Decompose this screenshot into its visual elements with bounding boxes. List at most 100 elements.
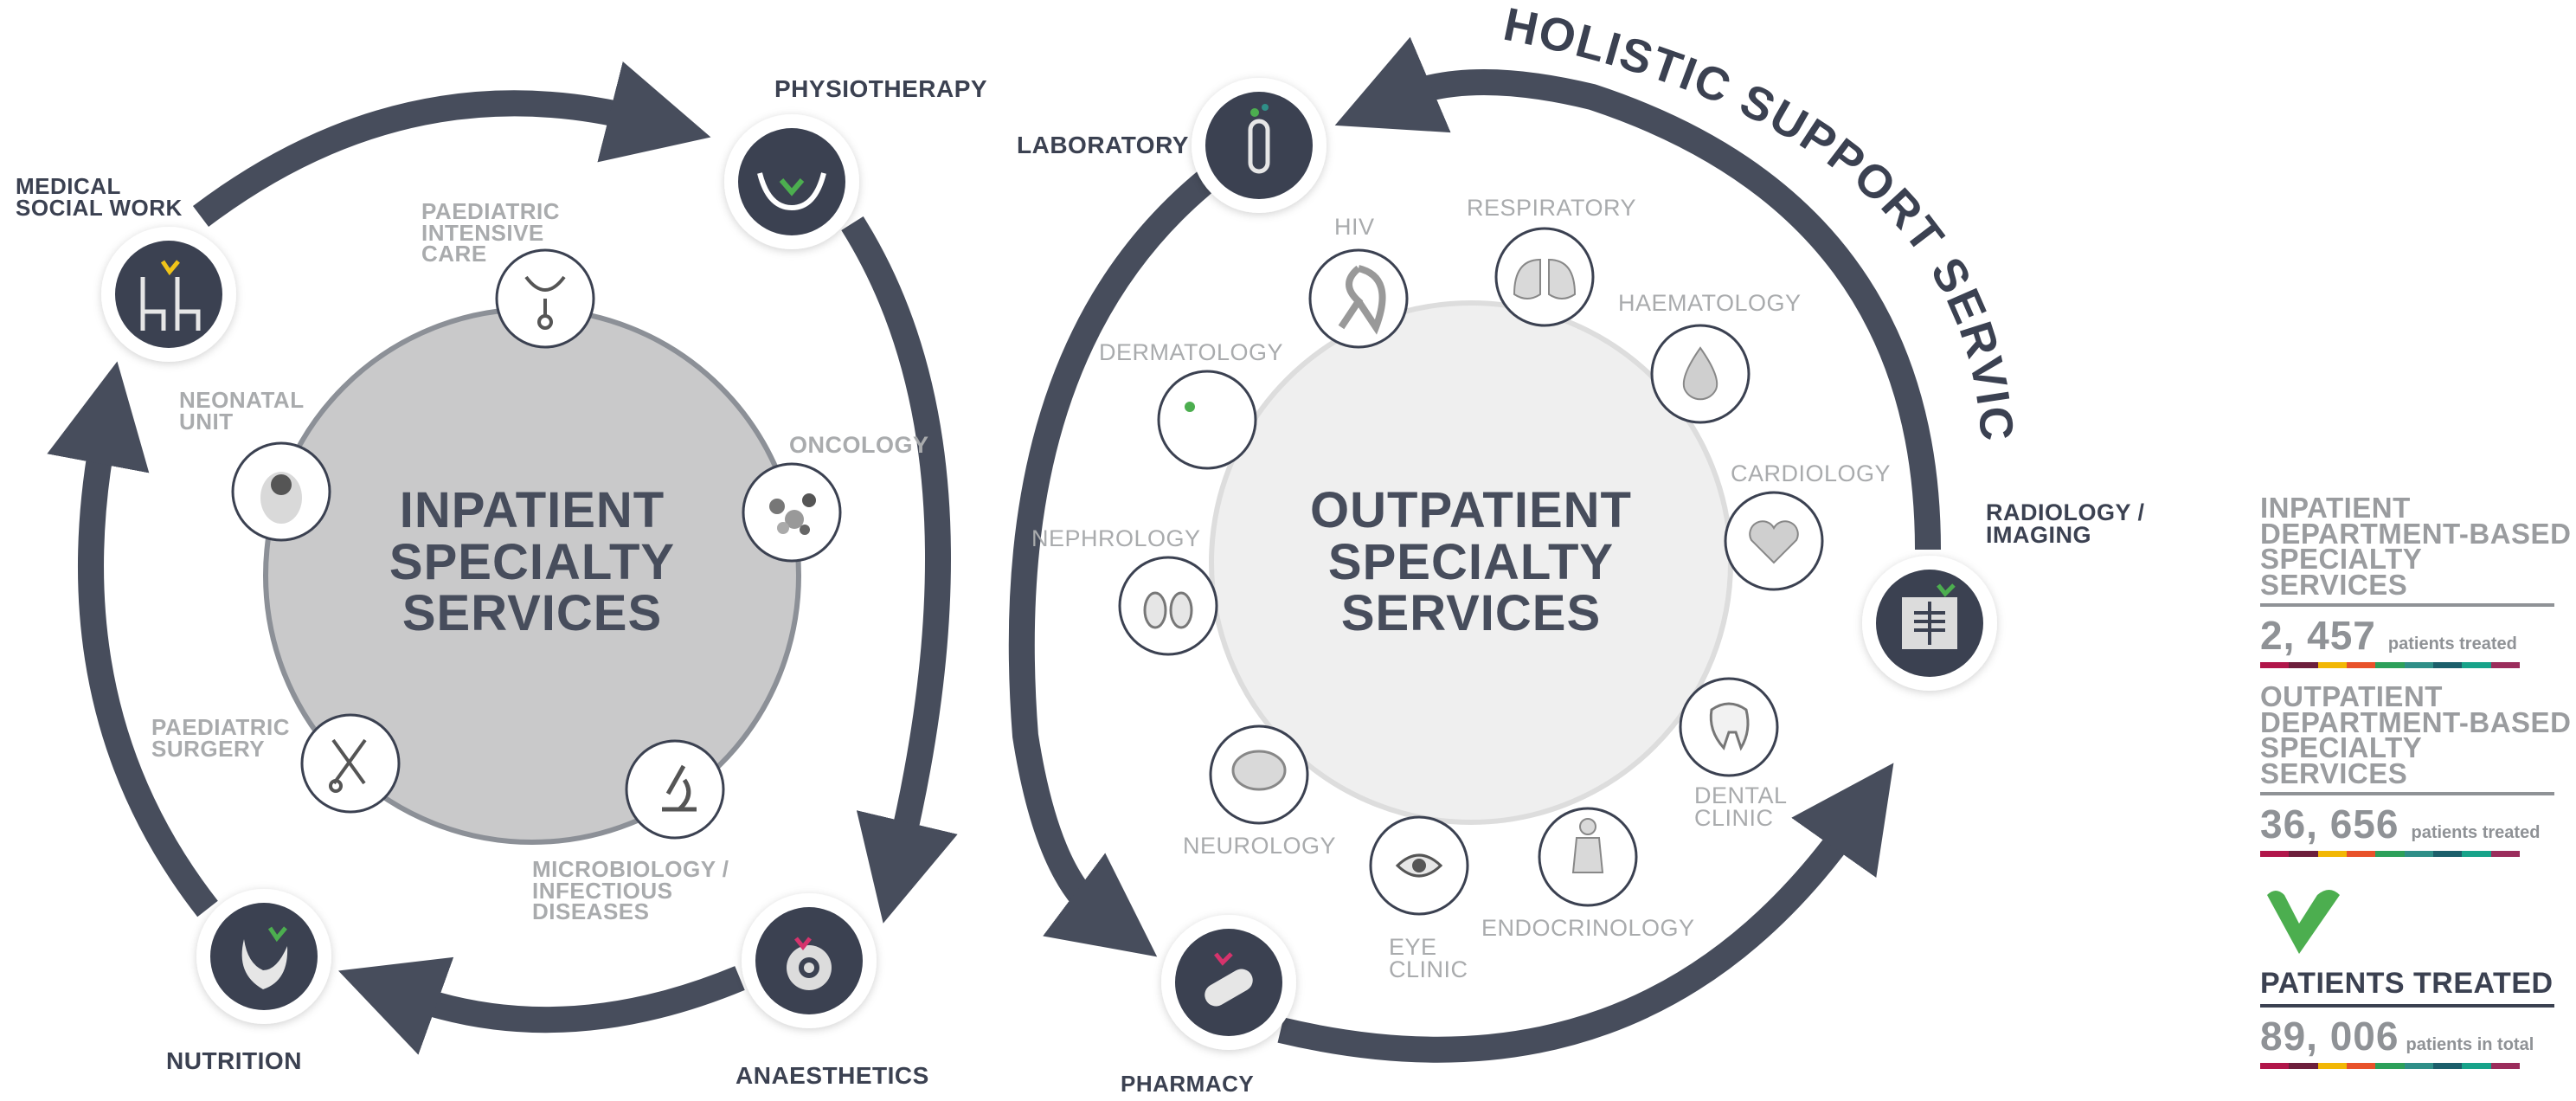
paediatric-intensive-care-node[interactable]: [495, 248, 595, 349]
respiratory-node[interactable]: [1494, 227, 1595, 327]
label-laboratory: LABORATORY: [1017, 132, 1189, 158]
pharmacy-node[interactable]: [1161, 915, 1296, 1050]
stat-total-value: 89, 006: [2260, 1014, 2399, 1059]
color-bar-segment: [2317, 661, 2347, 668]
support-nodes: [101, 78, 1997, 1050]
laboratory-node[interactable]: [1192, 78, 1327, 213]
dental-clinic-node[interactable]: [1679, 677, 1779, 777]
blood-drop-icon: [1682, 346, 1718, 401]
nephrology-node[interactable]: [1118, 556, 1218, 656]
stat-inpatient-rule: [2260, 602, 2554, 607]
medical-social-work-node[interactable]: [101, 227, 236, 362]
xray-icon: [1902, 583, 1957, 649]
stat-total-rule: [2260, 1004, 2554, 1008]
outpatient-title: OUTPATIENT SPECIALTY SERVICES: [1310, 482, 1632, 642]
test-tube-icon: [1248, 104, 1270, 174]
label-microbiology: MICROBIOLOGY / INFECTIOUS DISEASES: [532, 856, 729, 925]
skin-icon: [1185, 402, 1195, 412]
arrow-nutrition-to-social: [47, 361, 218, 918]
stethoscope-heart-icon: [524, 275, 566, 330]
label-dermatology: DERMATOLOGY: [1099, 339, 1284, 365]
gas-mask-icon: [787, 937, 832, 990]
stat-outpatient-rule: [2260, 791, 2554, 795]
color-bar-segment: [2260, 661, 2290, 668]
color-bar-segment: [2289, 661, 2318, 668]
color-bar-segment: [2346, 1063, 2376, 1069]
heart-icon: [1749, 520, 1799, 564]
stat-inpatient-heading: INPATIENT DEPARTMENT-BASED SPECIALTY SER…: [2260, 492, 2572, 602]
color-bar-segment: [2346, 661, 2376, 668]
color-bar-segment: [2317, 1063, 2347, 1069]
check-heart-icon: [2267, 890, 2340, 954]
ribbon-icon: [1338, 265, 1386, 335]
label-radiology: RADIOLOGY / IMAGING: [1986, 499, 2145, 548]
eye-clinic-node[interactable]: [1369, 815, 1469, 916]
neonatal-unit-node[interactable]: [231, 441, 331, 542]
haematology-node[interactable]: [1650, 324, 1751, 424]
color-bar-segment: [2490, 1063, 2520, 1069]
radiology-node[interactable]: [1862, 556, 1997, 691]
color-bar-segment: [2490, 661, 2520, 668]
tooth-icon: [1709, 702, 1750, 751]
color-bar-segment: [2462, 1063, 2491, 1069]
body-icon: [1571, 818, 1604, 873]
arrow-pharmacy-to-radiology: [1277, 763, 1894, 1063]
stat-total: PATIENTS TREATED 89, 006 patients in tot…: [2260, 885, 2554, 1069]
oncology-node[interactable]: [742, 462, 842, 563]
color-bar-segment: [2346, 850, 2376, 857]
label-cardiology: CARDIOLOGY: [1731, 460, 1892, 486]
microscope-icon: [662, 764, 697, 812]
color-bar-segment: [2432, 850, 2463, 857]
stat-outpatient: OUTPATIENT DEPARTMENT-BASED SPECIALTY SE…: [2260, 682, 2576, 857]
cardiology-node[interactable]: [1724, 491, 1824, 591]
chairs-icon: [140, 260, 201, 331]
color-bar-segment: [2404, 1063, 2433, 1069]
color-bar-segment: [2375, 850, 2405, 857]
pill-icon: [1204, 952, 1253, 1007]
stat-inpatient: INPATIENT DEPARTMENT-BASED SPECIALTY SER…: [2260, 492, 2576, 668]
inpatient-cycle-arrows: [47, 61, 958, 1055]
inpatient-service-nodes: [231, 248, 842, 840]
color-bar-segment: [2375, 1063, 2405, 1069]
outpatient-service-nodes: [1118, 227, 1824, 916]
label-oncology: ONCOLOGY: [789, 432, 929, 458]
label-anaesthetics: ANAESTHETICS: [736, 1062, 929, 1089]
banana-icon: [241, 926, 288, 989]
hiv-node[interactable]: [1308, 248, 1409, 349]
label-physiotherapy: PHYSIOTHERAPY: [774, 75, 988, 102]
surgical-tools-icon: [329, 738, 367, 793]
anaesthetics-node[interactable]: [742, 893, 877, 1028]
color-bar-segment: [2260, 1063, 2290, 1069]
color-bar-segment: [2260, 850, 2290, 857]
kidneys-icon: [1143, 591, 1193, 629]
endocrinology-node[interactable]: [1538, 807, 1638, 907]
color-bar-segment: [2432, 661, 2463, 668]
nutrition-node[interactable]: [196, 889, 331, 1024]
stat-inpatient-unit: patients treated: [2387, 634, 2517, 654]
physiotherapy-node[interactable]: [724, 114, 859, 249]
holistic-cycle-arrows: [1008, 36, 1941, 1063]
label-dental-clinic: DENTAL CLINIC: [1694, 782, 1788, 831]
arrow-social-to-physio: [192, 61, 711, 227]
arrow-radiology-to-lab: [1334, 36, 1941, 550]
paediatric-surgery-node[interactable]: [300, 713, 401, 814]
label-nutrition: NUTRITION: [166, 1047, 302, 1074]
color-bar-segment: [2375, 661, 2405, 668]
color-bar-segment: [2432, 1063, 2463, 1069]
neurology-node[interactable]: [1209, 724, 1309, 825]
label-pharmacy: PHARMACY: [1121, 1071, 1255, 1097]
label-neurology: NEUROLOGY: [1183, 833, 1337, 859]
color-bar-segment: [2404, 661, 2433, 668]
label-nephrology: NEPHROLOGY: [1031, 525, 1201, 551]
stat-outpatient-value: 36, 656: [2260, 801, 2399, 847]
arrow-physio-to-anaesthetics: [841, 216, 958, 924]
dermatology-node[interactable]: [1157, 370, 1257, 470]
stat-total-unit: patients in total: [2406, 1035, 2534, 1054]
color-bar-segment: [2317, 850, 2347, 857]
microbiology-node[interactable]: [625, 739, 725, 840]
inpatient-title: INPATIENT SPECIALTY SERVICES: [389, 482, 676, 642]
color-bar-segment: [2462, 661, 2491, 668]
color-bar-segment: [2462, 850, 2491, 857]
